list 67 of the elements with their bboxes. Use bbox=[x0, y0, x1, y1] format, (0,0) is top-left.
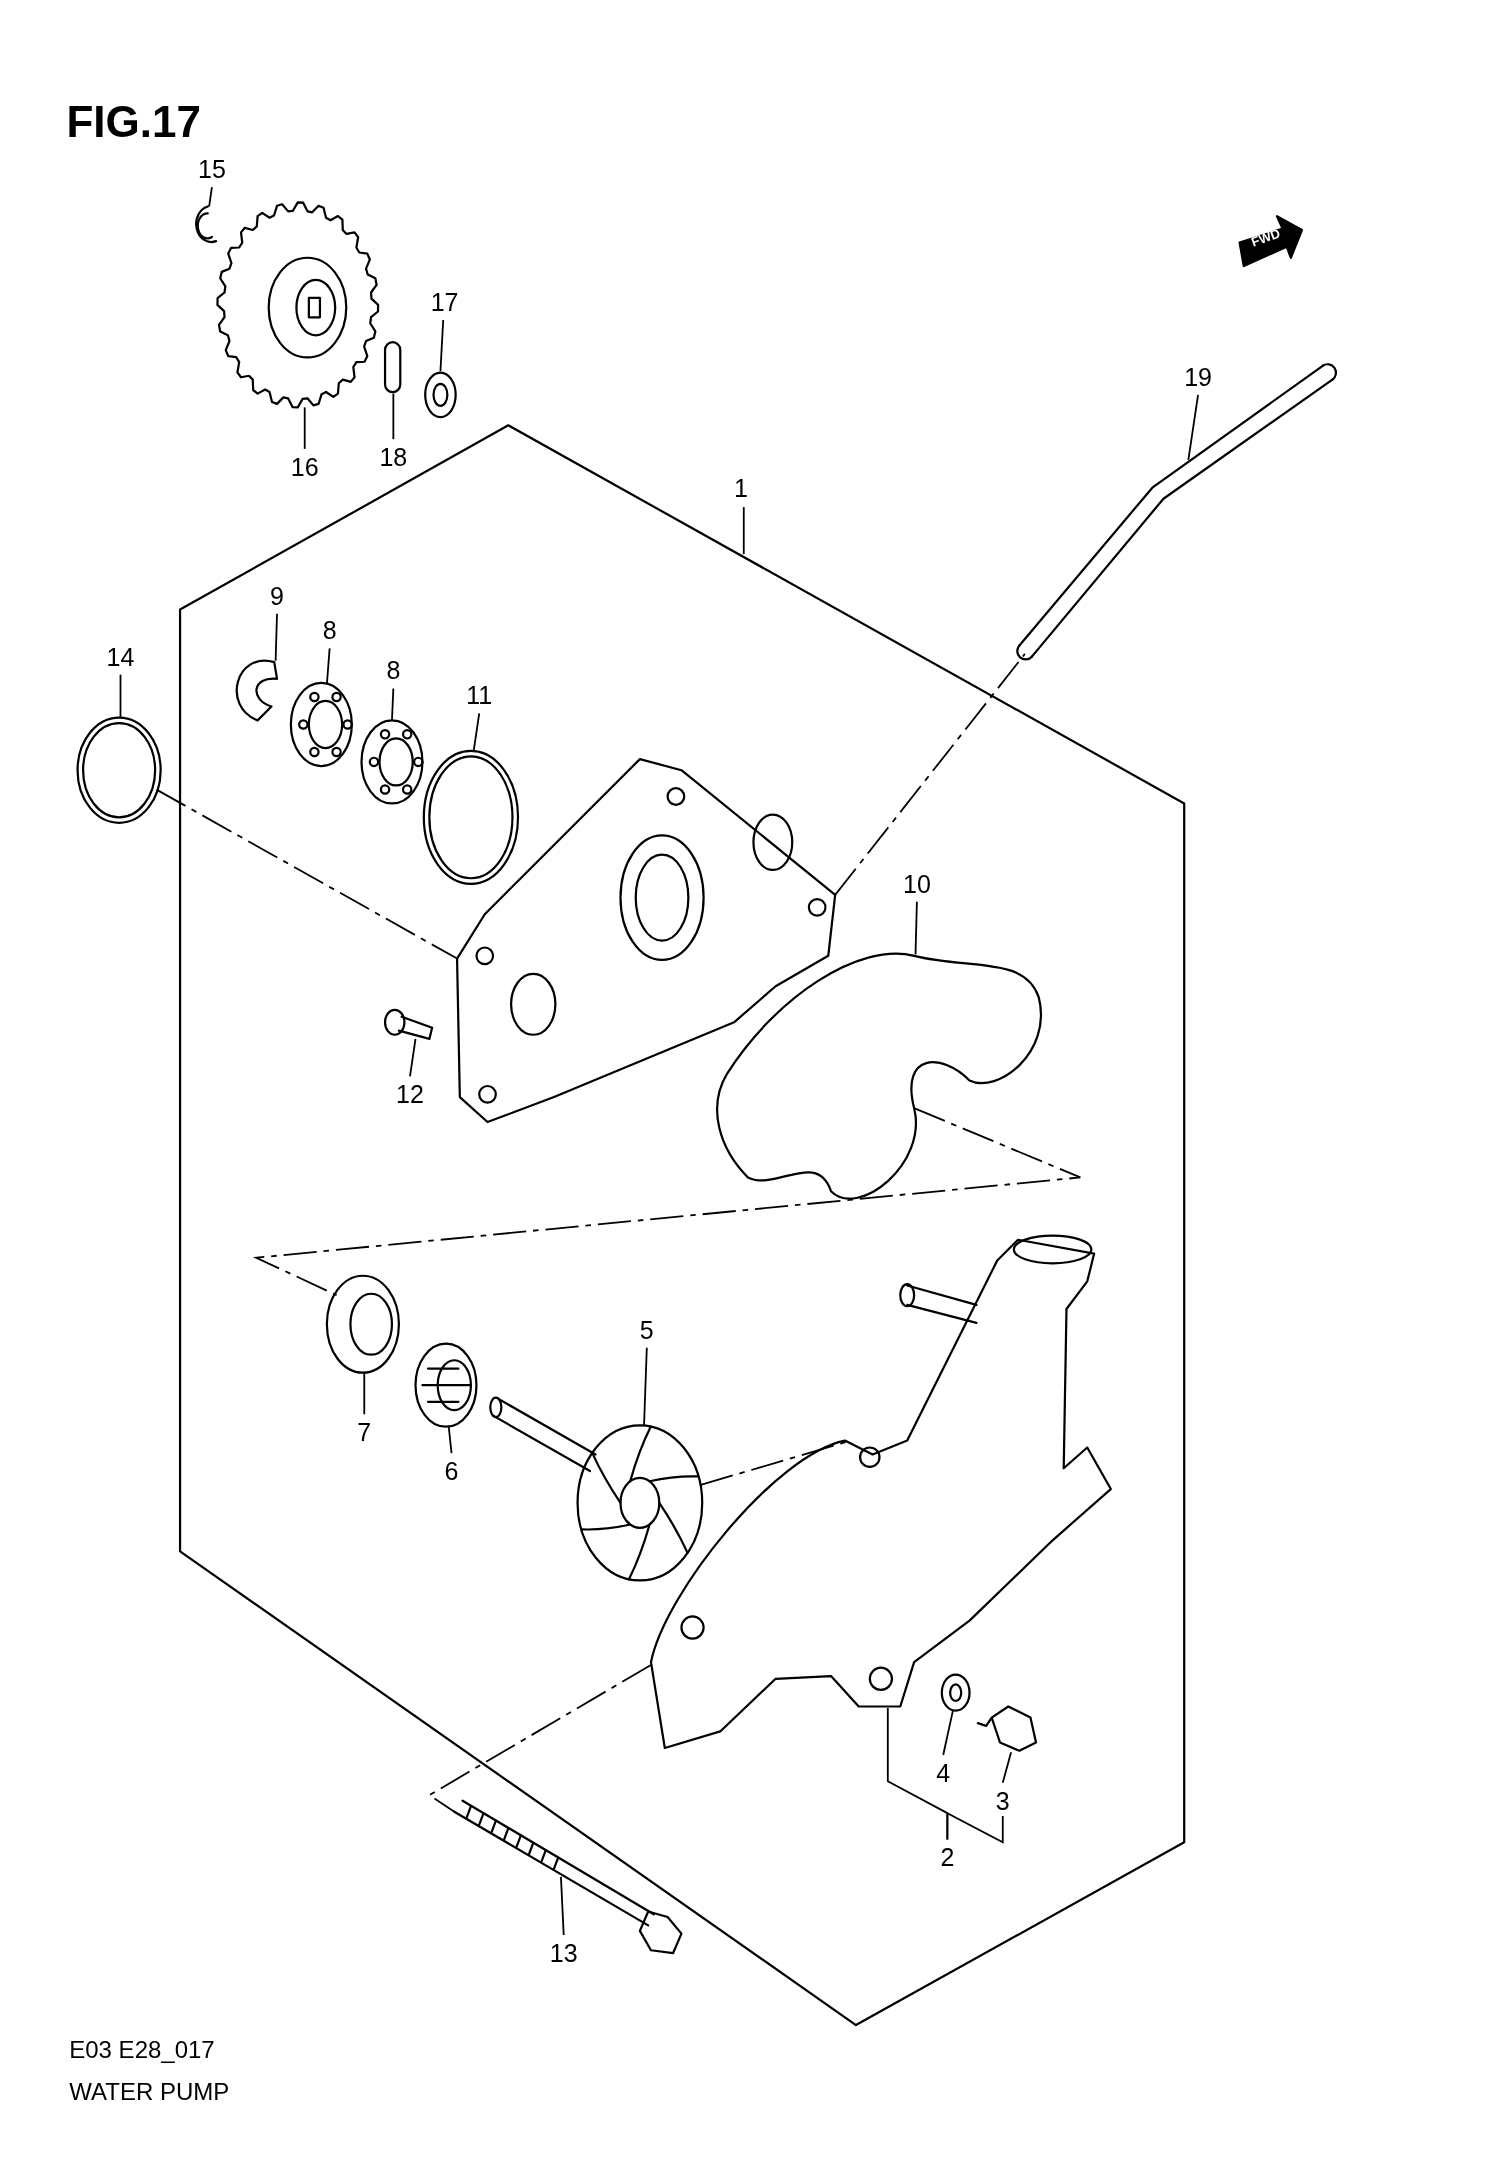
callout-number: 14 bbox=[106, 643, 135, 670]
callout-number: 12 bbox=[396, 1081, 424, 1108]
circlip-drawing bbox=[195, 205, 218, 244]
gasket-drawing bbox=[716, 952, 1042, 1200]
leader-line bbox=[1001, 1751, 1012, 1784]
callout-number: 6 bbox=[444, 1457, 459, 1484]
leader-line bbox=[208, 186, 213, 208]
circlip-drawing bbox=[235, 659, 279, 722]
leader-line bbox=[303, 406, 306, 450]
leader-line bbox=[363, 1371, 366, 1416]
leader-line bbox=[119, 673, 122, 719]
washer-drawing bbox=[940, 1673, 971, 1712]
leader-line bbox=[439, 319, 445, 373]
callout-number: 8 bbox=[386, 657, 401, 684]
alignment-line bbox=[699, 1441, 848, 1486]
alignment-line bbox=[252, 1107, 1082, 1297]
impeller-drawing bbox=[489, 1396, 704, 1582]
callout-number: 16 bbox=[290, 453, 319, 480]
leader-line bbox=[447, 1425, 453, 1454]
callout-number: 1 bbox=[734, 474, 748, 501]
figure-title: FIG.17 bbox=[66, 96, 201, 147]
leader-line bbox=[742, 506, 745, 556]
o-ring-drawing bbox=[422, 749, 520, 885]
callout-number: 17 bbox=[430, 288, 459, 315]
alignment-line bbox=[427, 1664, 652, 1813]
callout-number: 2 bbox=[940, 1844, 955, 1871]
callout-number: 18 bbox=[379, 444, 408, 471]
callout-number: 13 bbox=[549, 1939, 578, 1966]
leader-line bbox=[472, 712, 481, 752]
bearing-drawing bbox=[360, 719, 424, 805]
callout-number: 5 bbox=[639, 1316, 654, 1343]
callout-number: 15 bbox=[198, 155, 226, 182]
screw-drawing bbox=[383, 1008, 434, 1040]
callout-number: 4 bbox=[936, 1759, 951, 1786]
alignment-line bbox=[834, 652, 1026, 896]
oil-seal-drawing bbox=[325, 1274, 400, 1374]
hose-drawing bbox=[1016, 363, 1338, 661]
leader-line bbox=[560, 1875, 565, 1936]
alignment-line bbox=[155, 788, 458, 960]
leader-line bbox=[914, 900, 918, 956]
callout-number: 8 bbox=[322, 617, 337, 644]
bolt-drawing bbox=[976, 1705, 1038, 1752]
leader-line bbox=[942, 1709, 954, 1756]
pin-drawing bbox=[383, 341, 402, 394]
callout-number: 10 bbox=[903, 870, 931, 897]
callout-number: 19 bbox=[1184, 363, 1212, 390]
bearing-drawing bbox=[289, 681, 353, 768]
leader-line bbox=[643, 1346, 648, 1427]
callout-number: 3 bbox=[995, 1787, 1010, 1814]
callout-number: 9 bbox=[270, 582, 284, 609]
washer-drawing bbox=[424, 371, 457, 419]
leader-line bbox=[392, 392, 395, 441]
leader-line bbox=[325, 647, 331, 686]
drawing-caption: WATER PUMP bbox=[69, 2077, 230, 2106]
leader-line bbox=[1187, 393, 1199, 461]
leader-line bbox=[391, 687, 395, 722]
callout-number: 7 bbox=[357, 1419, 372, 1446]
o-ring-drawing bbox=[76, 716, 162, 824]
leader-line bbox=[409, 1038, 417, 1078]
cover-plate-drawing bbox=[455, 758, 837, 1124]
gear-drawing bbox=[216, 201, 380, 409]
drawing-code: E03 E28_017 bbox=[69, 2036, 215, 2064]
leader-line bbox=[274, 612, 278, 662]
callout-number: 11 bbox=[466, 682, 493, 709]
direction-label: FWD bbox=[1249, 226, 1282, 250]
leader-line bbox=[946, 1811, 1004, 1844]
mechanical-seal-drawing bbox=[414, 1342, 478, 1428]
